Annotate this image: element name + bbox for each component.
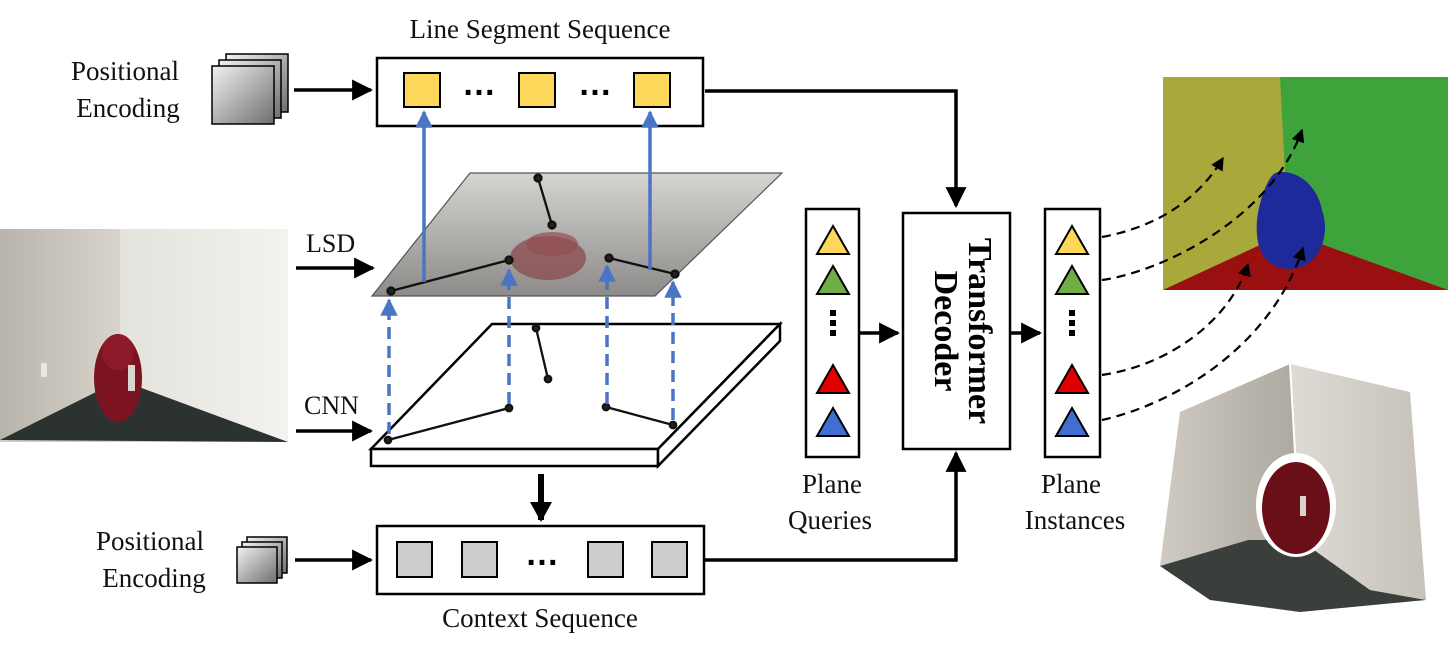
pe-bottom-line1: Positional [96, 526, 204, 556]
plane-query-token [815, 362, 851, 394]
line-token [518, 72, 556, 108]
lsd-label: LSD [306, 229, 355, 258]
cnn-label: CNN [304, 391, 359, 420]
plane-instance-token [1054, 263, 1090, 295]
context-token-ellipsis: … [525, 535, 559, 573]
transformer-decoder-line2: Decoder [927, 271, 964, 392]
feature-line-segments [383, 323, 678, 445]
lsd-image-plane [370, 172, 784, 297]
plane-query-token [815, 223, 851, 255]
line-token [403, 72, 441, 108]
pe-bottom-line2: Encoding [102, 563, 205, 593]
plane-queries-line2: Queries [788, 505, 872, 535]
plane-queries-line1: Plane [802, 469, 862, 499]
line-segment-sequence-label: Line Segment Sequence [410, 14, 671, 44]
line-token-ellipsis: … [578, 65, 612, 103]
plane-segmentation-map [1163, 77, 1448, 290]
transformer-decoder-line1: Transformer [961, 238, 998, 424]
plane-instance-token [1054, 405, 1090, 437]
input-image [0, 229, 288, 442]
context-down-arrowhead [530, 502, 552, 522]
context-token [396, 541, 433, 578]
line-token [633, 72, 671, 108]
pe-top-line1: Positional [71, 56, 179, 86]
plane-instance-token [1054, 362, 1090, 394]
plane-query-vertical-ellipsis [830, 310, 836, 336]
transformer-decoder-box [901, 211, 1012, 451]
line-token-ellipsis: … [462, 65, 496, 103]
3d-plane-reconstruction [1160, 363, 1426, 612]
positional-encoding-icon [211, 53, 289, 125]
line-sequence-to-decoder-arrow [705, 89, 967, 209]
cnn-feature-map [368, 320, 783, 470]
plane-query-token [815, 263, 851, 295]
pe-top-line2: Encoding [76, 93, 179, 123]
context-sequence-to-decoder-arrow [705, 450, 967, 562]
context-token [587, 541, 624, 578]
plane-instances-line2: Instances [1025, 505, 1125, 535]
plane-query-token [815, 405, 851, 437]
feature-sampling-arrows [380, 264, 682, 434]
instance-mapping-arrows [1101, 128, 1306, 422]
plane-instance-token [1054, 223, 1090, 255]
detected-line-segments [386, 173, 680, 296]
plane-instances-line1: Plane [1041, 469, 1101, 499]
plane-instance-vertical-ellipsis [1069, 310, 1075, 336]
context-sequence-label: Context Sequence [442, 603, 638, 633]
context-token [651, 541, 688, 578]
positional-encoding-icon [236, 536, 288, 584]
context-token [461, 541, 498, 578]
